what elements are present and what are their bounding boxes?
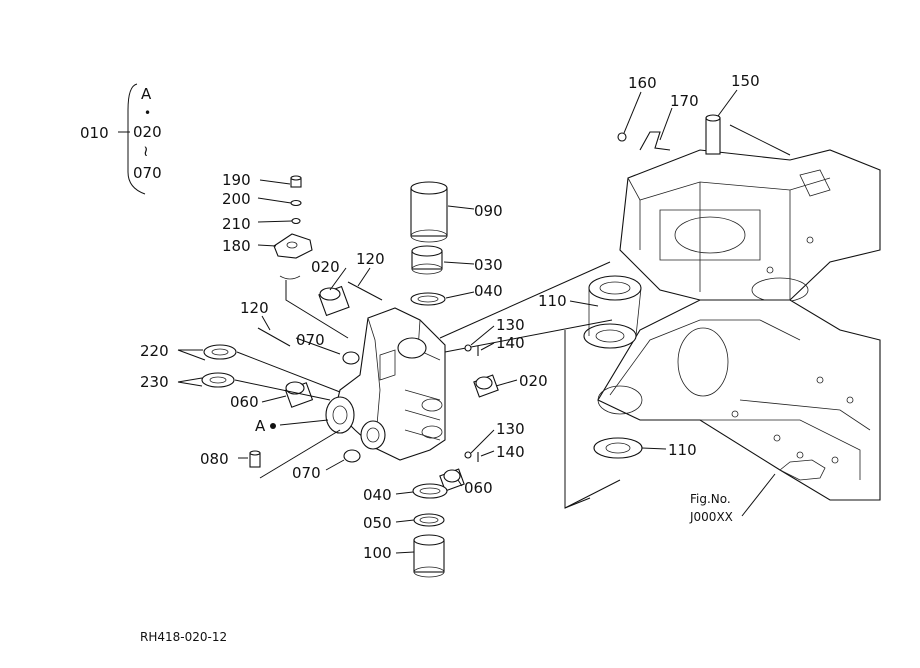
label-060-right: 060 — [464, 479, 493, 497]
bolt-stack — [273, 175, 349, 339]
label-140-top: 140 — [496, 334, 525, 352]
label-030: 030 — [474, 256, 503, 274]
label-080: 080 — [200, 450, 229, 468]
assembly-range-bottom: 070 — [133, 164, 162, 182]
label-130-top: 130 — [496, 316, 525, 334]
fig-number: J000XX — [689, 510, 733, 524]
drawing-code: RH418-020-12 — [140, 630, 227, 644]
assembly-range-mid: 020 — [133, 123, 162, 141]
label-120-top: 120 — [356, 250, 385, 268]
label-050: 050 — [363, 514, 392, 532]
label-230: 230 — [140, 373, 169, 391]
reference-dot — [270, 423, 276, 429]
assembly-range-top: A — [141, 85, 152, 103]
label-140-bottom: 140 — [496, 443, 525, 461]
label-020-top: 020 — [311, 258, 340, 276]
label-070-top: 070 — [296, 331, 325, 349]
label-110-top: 110 — [538, 292, 567, 310]
callout-labels: 010 A • 020 ≀ 070 160 170 150 190 200 21… — [80, 72, 760, 644]
label-220: 220 — [140, 342, 169, 360]
label-110-bottom: 110 — [668, 441, 697, 459]
label-160: 160 — [628, 74, 657, 92]
assembly-number: 010 — [80, 124, 109, 142]
main-frame — [583, 149, 881, 501]
label-210: 210 — [222, 215, 251, 233]
label-180: 180 — [222, 237, 251, 255]
assembly-tilde: ≀ — [143, 142, 149, 160]
label-070-bottom: 070 — [292, 464, 321, 482]
label-040-bottom: 040 — [363, 486, 392, 504]
label-040-top: 040 — [474, 282, 503, 300]
label-150: 150 — [731, 72, 760, 90]
swivel-bracket — [325, 307, 446, 461]
guide-lines — [439, 124, 791, 509]
label-090: 090 — [474, 202, 503, 220]
label-100: 100 — [363, 544, 392, 562]
leader-lines — [118, 83, 776, 554]
fig-label: Fig.No. — [690, 492, 731, 506]
label-190: 190 — [222, 171, 251, 189]
label-130-bottom: 130 — [496, 420, 525, 438]
pins-bushings — [201, 114, 721, 578]
label-a-ref: A — [255, 417, 266, 435]
assembly-dot: • — [144, 106, 151, 120]
label-200: 200 — [222, 190, 251, 208]
label-120-left: 120 — [240, 299, 269, 317]
label-060-left: 060 — [230, 393, 259, 411]
label-020-mid: 020 — [519, 372, 548, 390]
label-170: 170 — [670, 92, 699, 110]
